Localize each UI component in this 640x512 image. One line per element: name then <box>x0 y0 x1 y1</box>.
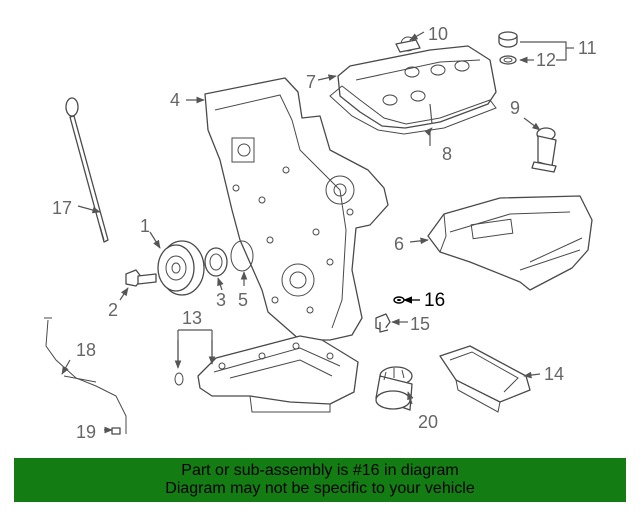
callout-5: 5 <box>238 290 248 310</box>
part-12-cap-gasket <box>499 55 517 65</box>
part-6-engine-cover <box>427 195 593 291</box>
leader-lines <box>61 31 574 434</box>
part-5-o-ring <box>230 240 254 272</box>
callout-4: 4 <box>170 90 180 110</box>
part-13-oil-pan <box>197 335 359 413</box>
part-15-drain-plug <box>375 313 391 333</box>
part-18-dipstick-guide <box>44 317 127 434</box>
part-9-pcv-valve <box>531 127 557 173</box>
callout-7: 7 <box>306 72 316 92</box>
part-16-drain-plug-gasket <box>393 296 405 304</box>
callout-14: 14 <box>544 364 564 384</box>
part-11-oil-filler-cap <box>498 31 518 48</box>
callout-labels: 4 7 10 11 12 9 8 6 17 1 2 3 5 16 15 13 1… <box>52 24 597 442</box>
callout-9: 9 <box>510 98 520 118</box>
part-14-lower-oil-pan <box>439 345 531 413</box>
callout-2: 2 <box>108 300 118 320</box>
notice-banner: Part or sub-assembly is #16 in diagram D… <box>14 458 626 502</box>
callout-11: 11 <box>578 38 597 58</box>
callout-15: 15 <box>410 314 430 334</box>
callout-3: 3 <box>216 290 226 310</box>
callout-16: 16 <box>424 290 445 311</box>
callout-8: 8 <box>442 144 452 164</box>
part-8-head-cover-gasket <box>329 85 497 135</box>
part-10-seal <box>395 39 421 53</box>
part-3-front-oil-seal <box>204 247 228 277</box>
part-17-oil-dipstick <box>65 97 109 243</box>
part-13-o-ring <box>174 372 184 386</box>
callout-18: 18 <box>76 340 96 360</box>
callout-10: 10 <box>428 24 448 44</box>
callout-12: 12 <box>536 50 556 70</box>
part-19-guide-bolt <box>111 427 121 435</box>
callout-17: 17 <box>52 198 72 218</box>
banner-line-1: Part or sub-assembly is #16 in diagram <box>181 462 459 479</box>
callout-13: 13 <box>182 308 202 328</box>
banner-line-2: Diagram may not be specific to your vehi… <box>165 480 475 497</box>
callout-20: 20 <box>418 412 438 432</box>
part-1-crankshaft-pulley <box>157 240 205 296</box>
callout-1: 1 <box>140 216 150 236</box>
part-4-timing-chain-cover <box>204 77 389 341</box>
part-2-pulley-bolt <box>125 269 157 287</box>
part-7-cylinder-head-cover <box>337 36 497 129</box>
part-20-oil-filter <box>375 366 413 411</box>
callout-6: 6 <box>394 234 404 254</box>
callout-19: 19 <box>76 422 96 442</box>
